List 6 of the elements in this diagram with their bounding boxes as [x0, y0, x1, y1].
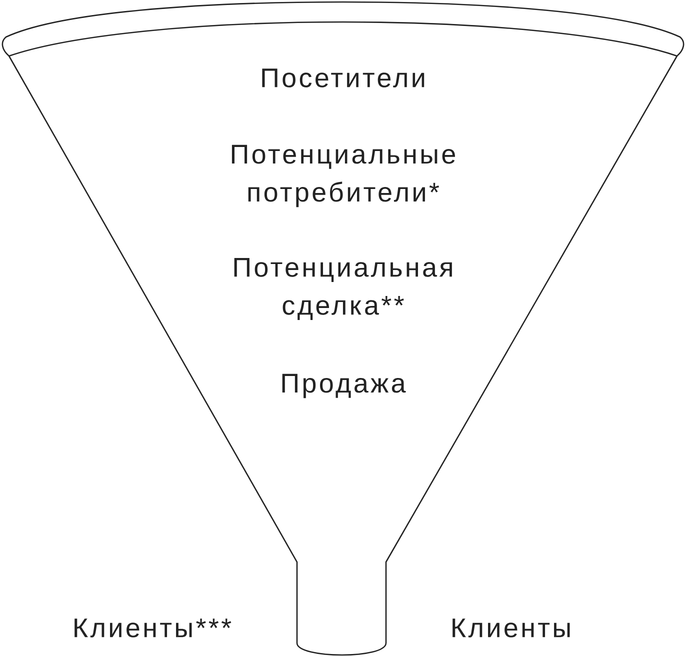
outlet-label: Клиенты***	[74, 618, 232, 638]
funnel-stage-label: Потенциальная сделка**	[234, 258, 452, 320]
funnel-stage-label: Посетители	[262, 68, 424, 88]
funnel-stage-label: Потенциальные потребители*	[232, 144, 455, 208]
outlet-label: Клиенты	[452, 618, 570, 638]
funnel-stage-label: Продажа	[282, 374, 406, 398]
